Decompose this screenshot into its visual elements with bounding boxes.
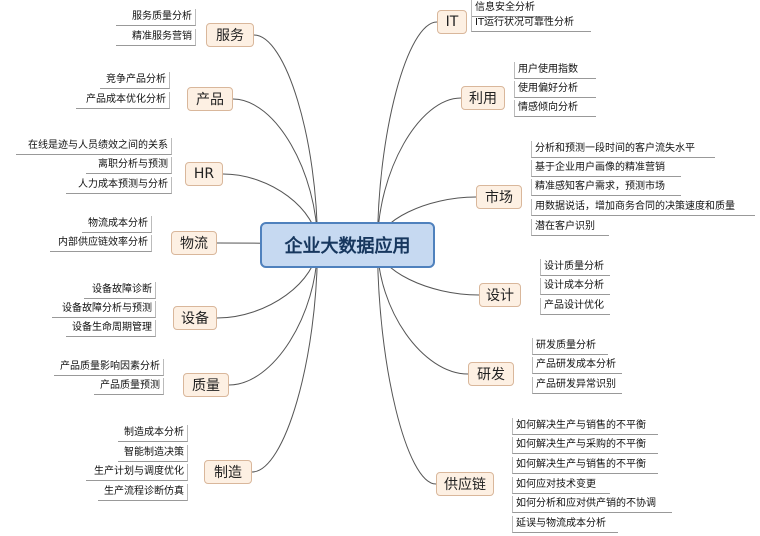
subtopic-item[interactable]: 产品质量影响因素分析 [54, 359, 164, 376]
topic-product[interactable]: 产品 [187, 87, 233, 111]
subtopic-item[interactable]: 内部供应链效率分析 [50, 235, 152, 252]
subtopic-item[interactable]: 研发质量分析 [532, 338, 608, 355]
connector-line [251, 244, 318, 473]
subtopic-item[interactable]: 设备故障诊断 [84, 282, 156, 299]
subtopic-item[interactable]: 产品研发成本分析 [532, 357, 622, 374]
topic-hr[interactable]: HR [185, 162, 223, 186]
subtopic-item[interactable]: 如何应对技术变更 [512, 477, 610, 494]
subtopic-item[interactable]: 产品成本优化分析 [76, 92, 170, 109]
topic-service[interactable]: 服务 [206, 23, 254, 47]
topic-market[interactable]: 市场 [476, 185, 522, 209]
subtopic-item[interactable]: 设计质量分析 [540, 259, 610, 276]
subtopic-item[interactable]: 在线是迹与人员绩效之间的关系 [16, 138, 172, 155]
topic-equipment[interactable]: 设备 [173, 306, 217, 330]
subtopic-item[interactable]: 用户使用指数 [514, 62, 596, 79]
subtopic-item[interactable]: 设计成本分析 [540, 278, 610, 295]
topic-manufacturing[interactable]: 制造 [204, 460, 252, 484]
subtopic-item[interactable]: 如何分析和应对供产销的不协调 [512, 496, 672, 513]
subtopic-item[interactable]: 如何解决生产与采购的不平衡 [512, 437, 658, 454]
subtopic-item[interactable]: 产品质量预测 [94, 378, 164, 395]
subtopic-item[interactable]: 离职分析与预测 [86, 157, 172, 174]
subtopic-item[interactable]: 如何解决生产与销售的不平衡 [512, 457, 658, 474]
subtopic-item[interactable]: 人力成本预测与分析 [66, 177, 172, 194]
subtopic-item[interactable]: 设备生命周期管理 [66, 320, 156, 337]
topic-design[interactable]: 设计 [479, 283, 521, 307]
subtopic-item[interactable]: 潜在客户识别 [531, 219, 609, 236]
subtopic-item[interactable]: 情感倾向分析 [514, 100, 596, 117]
topic-supply-chain[interactable]: 供应链 [436, 472, 494, 496]
connector-line [228, 244, 318, 386]
subtopic-item[interactable]: 产品研发异常识别 [532, 377, 622, 394]
subtopic-item[interactable]: 设备故障分析与预测 [52, 301, 156, 318]
subtopic-item[interactable]: 精准服务营销 [116, 29, 196, 46]
topic-rnd[interactable]: 研发 [468, 362, 514, 386]
subtopic-item[interactable]: 用数据说话，增加商务合同的决策速度和质量 [531, 199, 755, 216]
connector-line [253, 34, 318, 246]
topic-it[interactable]: IT [437, 10, 467, 34]
subtopic-item[interactable]: 物流成本分析 [82, 216, 152, 233]
subtopic-item[interactable]: 分析和预测一段时间的客户流失水平 [531, 141, 715, 158]
subtopic-item[interactable]: 制造成本分析 [118, 425, 188, 442]
subtopic-item[interactable]: 精准感知客户需求，预测市场 [531, 179, 681, 196]
topic-quality[interactable]: 质量 [183, 373, 229, 397]
connector-line [377, 21, 438, 246]
subtopic-item[interactable]: 智能制造决策 [118, 445, 188, 462]
connector-line [377, 244, 437, 485]
subtopic-item[interactable]: 竞争产品分析 [100, 72, 170, 89]
subtopic-item[interactable]: 基于企业用户画像的精准营销 [531, 160, 681, 177]
subtopic-item[interactable]: 使用偏好分析 [514, 81, 596, 98]
subtopic-item[interactable]: 生产流程诊断仿真 [98, 484, 188, 501]
subtopic-item[interactable]: 产品设计优化 [540, 298, 610, 315]
subtopic-item[interactable]: 生产计划与调度优化 [86, 464, 188, 481]
subtopic-item[interactable]: IT运行状况可靠性分析 [471, 15, 591, 32]
subtopic-item[interactable]: 如何解决生产与销售的不平衡 [512, 418, 658, 435]
topic-logistics[interactable]: 物流 [171, 231, 217, 255]
subtopic-item[interactable]: 信息安全分析 [471, 0, 551, 17]
connector-line [232, 98, 318, 246]
connector-line [377, 97, 462, 246]
topic-use[interactable]: 利用 [461, 86, 505, 110]
subtopic-item[interactable]: 服务质量分析 [116, 9, 196, 26]
subtopic-item[interactable]: 延误与物流成本分析 [512, 516, 618, 533]
central-topic[interactable]: 企业大数据应用 [260, 222, 435, 268]
